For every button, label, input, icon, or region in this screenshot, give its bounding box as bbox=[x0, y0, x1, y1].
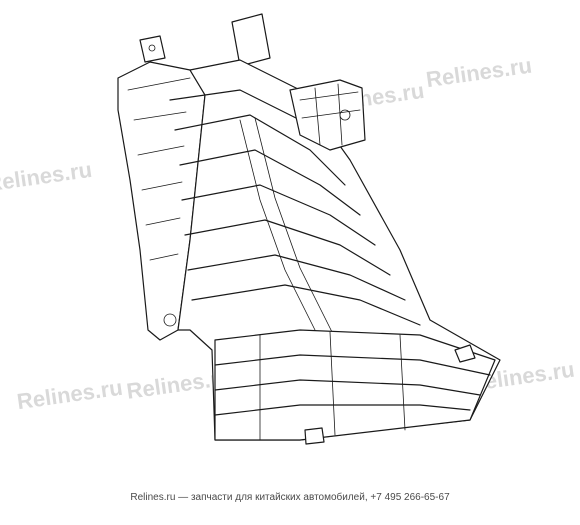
footer-comma: , bbox=[364, 492, 371, 503]
footer-tagline: запчасти для китайских автомобилей bbox=[190, 492, 365, 503]
footer: Relines.ru — запчасти для китайских авто… bbox=[0, 492, 580, 503]
part-outline bbox=[117, 13, 501, 445]
watermark-3: Relines.ru bbox=[425, 53, 534, 93]
footer-site-link[interactable]: Relines.ru bbox=[130, 492, 176, 503]
footer-phone: +7 495 266-65-67 bbox=[370, 492, 450, 503]
watermark-1: Relines.ru bbox=[0, 157, 94, 197]
footer-separator: — bbox=[178, 492, 189, 503]
watermark-5: Relines.ru bbox=[15, 375, 124, 415]
